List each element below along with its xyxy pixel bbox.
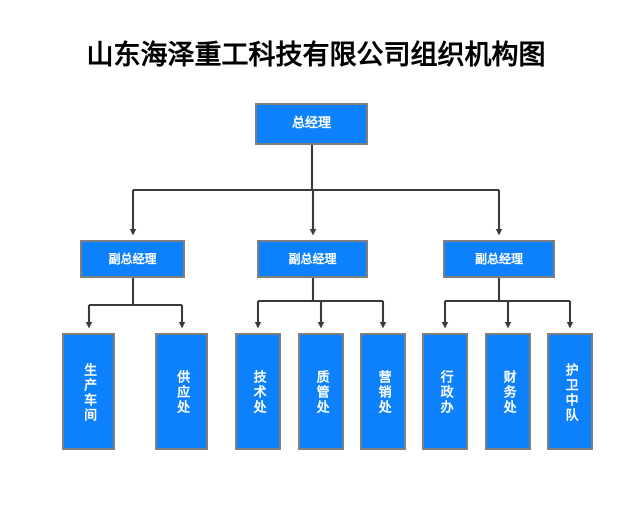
- node-label: 财务处: [500, 370, 516, 415]
- node-label: 生产车间: [81, 362, 97, 423]
- node-deputy-general-manager-1[interactable]: 副总经理: [80, 240, 185, 278]
- node-deputy-general-manager-2[interactable]: 副总经理: [257, 240, 368, 278]
- edge-group: [85, 145, 574, 329]
- node-marketing-department[interactable]: 营销处: [360, 333, 406, 450]
- node-general-manager[interactable]: 总经理: [255, 103, 368, 145]
- node-label: 技术处: [250, 370, 266, 415]
- node-deputy-general-manager-3[interactable]: 副总经理: [443, 240, 555, 278]
- node-finance-department[interactable]: 财务处: [485, 333, 531, 450]
- node-technology-department[interactable]: 技术处: [235, 333, 281, 450]
- node-administration-office[interactable]: 行政办: [422, 333, 468, 450]
- node-label: 副总经理: [474, 251, 523, 266]
- node-label: 护卫中队: [562, 362, 578, 423]
- node-production-workshop[interactable]: 生产车间: [62, 333, 115, 450]
- page-title: 山东海泽重工科技有限公司组织机构图: [86, 40, 546, 71]
- node-quality-management-department[interactable]: 质管处: [298, 333, 344, 450]
- node-label: 营销处: [375, 370, 391, 415]
- node-label: 副总经理: [108, 251, 157, 266]
- node-supply-department[interactable]: 供应处: [155, 333, 208, 450]
- node-label: 质管处: [313, 370, 329, 415]
- node-label: 总经理: [291, 116, 331, 132]
- node-label: 副总经理: [288, 251, 337, 266]
- node-label: 供应处: [174, 370, 190, 415]
- node-label: 行政办: [437, 370, 453, 415]
- node-security-squad[interactable]: 护卫中队: [547, 333, 593, 450]
